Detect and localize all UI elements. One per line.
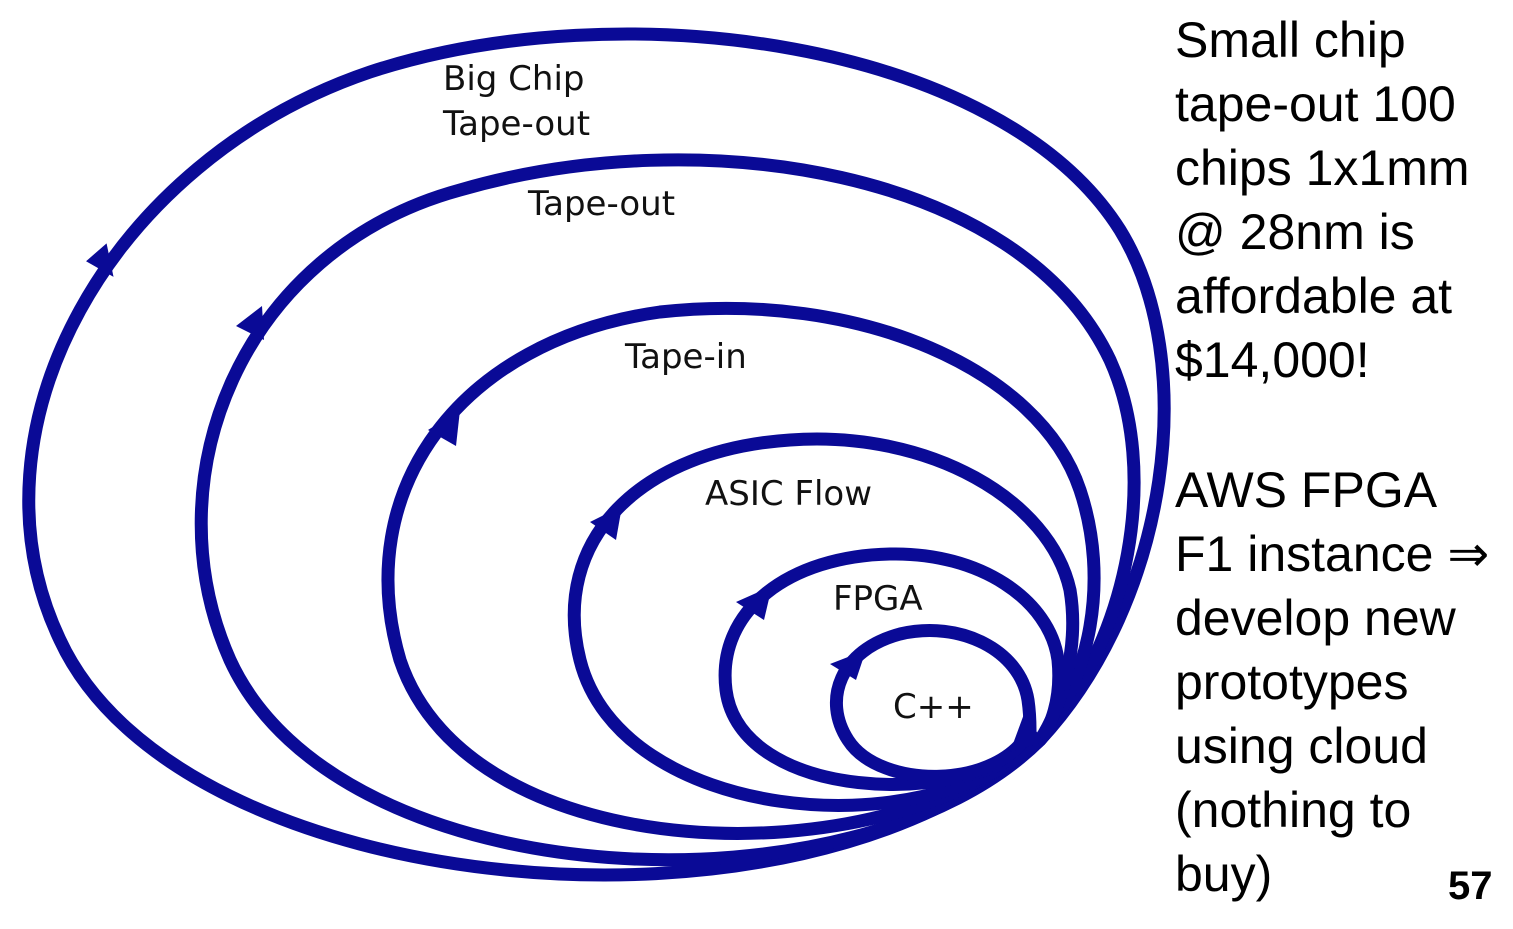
aws-fpga-note: AWS FPGA F1 instance ⇒ develop new proto… xyxy=(1175,458,1513,906)
loop-asic-flow: ASIC Flow xyxy=(567,432,1080,812)
slide-page-number: 57 xyxy=(1448,864,1493,908)
loop-big-chip-tape-out: Big Chip Tape-out xyxy=(22,27,1171,882)
arrowhead-icon xyxy=(590,506,622,540)
small-chip-note-line: affordable at xyxy=(1175,268,1453,324)
aws-note-line: buy) xyxy=(1175,846,1273,902)
loop-path-tape-in xyxy=(381,301,1101,840)
aws-note-line: prototypes xyxy=(1175,654,1409,710)
loop-label-asic-flow: ASIC Flow xyxy=(705,474,872,514)
small-chip-note: Small chip tape-out 100 chips 1x1mm @ 28… xyxy=(1175,8,1513,392)
arrowhead-icon xyxy=(86,243,114,277)
loop-cpp: C++ xyxy=(829,624,1044,783)
loop-label-big-chip-line2: Tape-out xyxy=(442,104,590,144)
loop-label-big-chip-line1: Big Chip xyxy=(443,59,584,99)
aws-note-line: AWS FPGA xyxy=(1175,462,1438,518)
loop-path-asic-flow xyxy=(567,432,1080,812)
arrowhead-icon xyxy=(236,306,264,340)
loop-label-cpp: C++ xyxy=(893,687,974,727)
aws-note-line: using cloud xyxy=(1175,718,1428,774)
loop-path-big-chip-tape-out xyxy=(22,27,1171,882)
small-chip-note-line: Small chip xyxy=(1175,12,1406,68)
small-chip-note-line: $14,000! xyxy=(1175,332,1370,388)
aws-note-line: F1 instance ⇒ xyxy=(1175,526,1490,582)
small-chip-note-line: chips 1x1mm xyxy=(1175,140,1470,196)
aws-note-line: (nothing to xyxy=(1175,782,1412,838)
loop-tape-in: Tape-in xyxy=(381,301,1101,840)
loop-fpga: FPGA xyxy=(718,547,1066,791)
loop-path-fpga xyxy=(718,547,1066,791)
arrowhead-icon xyxy=(736,586,772,620)
small-chip-note-line: @ 28nm is xyxy=(1175,204,1415,260)
loop-label-tape-out: Tape-out xyxy=(527,184,675,224)
loop-label-tape-in: Tape-in xyxy=(624,337,747,377)
arrowhead-icon xyxy=(1010,714,1044,752)
loop-tape-out: Tape-out xyxy=(194,153,1141,867)
loop-path-tape-out xyxy=(194,153,1141,867)
aws-note-line: develop new xyxy=(1175,590,1456,646)
arrowhead-icon xyxy=(428,410,460,446)
loop-path-cpp xyxy=(829,624,1037,783)
arrowhead-icon xyxy=(830,650,866,680)
small-chip-note-line: tape-out 100 xyxy=(1175,76,1456,132)
loop-label-fpga: FPGA xyxy=(833,579,923,619)
